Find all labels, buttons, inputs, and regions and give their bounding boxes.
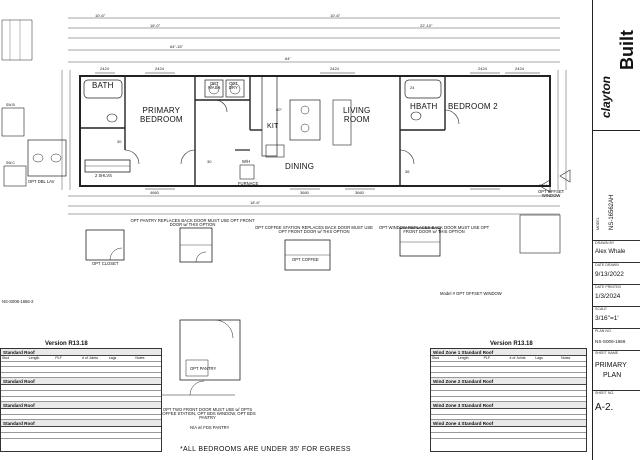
table-row [1, 385, 161, 391]
room-label-hbath: HBATH [410, 102, 438, 111]
dim-text: 18'-6" [250, 200, 261, 205]
floor-plan-drawing [1, 17, 571, 396]
dim-text: 64"-15" [170, 44, 184, 49]
table-right-section: Wind Zone 4 Standard Roof [431, 420, 586, 428]
note-model-offset: Model # OPT OFFSET WINDOW [440, 291, 502, 296]
marker-sw-a: SW-A [539, 184, 548, 188]
dim-text: 2424 [478, 66, 487, 71]
dim-text: 2424 [515, 66, 524, 71]
title-block: clayton Built MODEL NS-16562AH DRAWN BY … [592, 0, 640, 460]
table-row [1, 373, 161, 379]
dim-text: 3660 [300, 190, 309, 195]
room-label-primary-bedroom: PRIMARY BEDROOM [140, 106, 183, 124]
dim-text: 2424 [100, 66, 109, 71]
label-furnace: FURNACE [238, 181, 259, 186]
scale-cell: SCALE 3/16"=1' [593, 306, 640, 329]
dim-text: 36 [405, 169, 410, 174]
table-row [431, 362, 586, 368]
dim-text: 2424 [155, 66, 164, 71]
model-caption: MODEL [596, 217, 600, 230]
dim-text: 22'-10" [420, 23, 433, 28]
clayton-built-logo: clayton Built [593, 0, 640, 131]
table-left-section: Standard Roof [1, 420, 161, 428]
exterior-wall [79, 75, 551, 187]
room-label-bedroom-2: BEDROOM 2 [448, 102, 498, 111]
dim-text: 4660 [150, 190, 159, 195]
table-row [1, 362, 161, 368]
dim-text: 30 [207, 159, 212, 164]
table-row [1, 367, 161, 373]
table-right-version: Version R13.18 [490, 341, 533, 347]
table-row [1, 415, 161, 421]
dim-text: 10'-6" [95, 13, 106, 18]
table-row [431, 385, 586, 391]
label-wh: W/H [242, 159, 251, 164]
room-label-kit: KIT [267, 123, 279, 130]
note-na-fds: N/A w/ FDS PANTRY [190, 425, 230, 430]
plan-no-cell: PLAN NO. NS-S006-1656 [593, 328, 640, 351]
dim-text: 3660 [355, 190, 364, 195]
room-label-living-room: LIVING ROOM [343, 106, 371, 124]
note-opt-pantry: OPT PANTRY REPLACES BACK DOOR MUST USE O… [130, 218, 255, 228]
label-opt-pantry: OPT PANTRY [190, 366, 217, 371]
table-row [1, 427, 161, 433]
table-row [431, 427, 586, 433]
table-left-section: Standard Roof [1, 378, 161, 386]
table-left-section: Standard Roof [1, 349, 161, 356]
table-right-section: Wind Zone 3 Standard Roof [431, 402, 586, 410]
table-right-section: Wind Zone 1 Standard Roof [431, 349, 586, 356]
table-left-id: NS-S006-1656-2 [2, 299, 34, 304]
logo-built: Built [617, 30, 637, 70]
room-label-bath: BATH [92, 81, 114, 90]
marker-sw-c: SW-C [6, 161, 15, 165]
table-row [1, 391, 161, 397]
table-row [1, 397, 161, 403]
sheet-name-cell: SHEET NAME PRIMARY PLAN [593, 350, 640, 391]
table-right-section: Wind Zone 2 Standard Roof [431, 378, 586, 386]
label-opt-closet: OPT CLOSET [92, 261, 119, 266]
table-left-version: Version R13.18 [45, 341, 88, 347]
dim-text: 10'-6" [330, 13, 341, 18]
note-opt-coffee: OPT COFFEE STATION REPLACES BACK DOOR MU… [255, 225, 373, 235]
note-two-front-door: OPT TWO FRONT DOOR MUST USE w/ OPTS COFF… [159, 407, 256, 421]
label-opt-dbl-lav: OPT DBL LAV [28, 179, 55, 184]
dim-text: 16'-0" [150, 23, 161, 28]
table-row [431, 373, 586, 379]
table-row [1, 433, 161, 439]
table-row [431, 415, 586, 421]
drawn-by-cell: DRAWN BY Alex Whale [593, 240, 640, 263]
dim-text: 24 [410, 85, 415, 90]
logo-clayton: clayton [599, 75, 613, 118]
room-label-dining: DINING [285, 162, 315, 171]
date-drawn-cell: DATE DRAWN 9/13/2022 [593, 262, 640, 285]
date-printed-cell: DATE PRINTED 1/3/2024 [593, 284, 640, 307]
table-row [431, 397, 586, 403]
dim-text: 60" [276, 107, 282, 112]
dim-text: 2424 [330, 66, 339, 71]
table-row [431, 367, 586, 373]
marker-sw-b: SW-B [6, 103, 15, 107]
table-row [1, 409, 161, 415]
table-row [431, 391, 586, 397]
label-two-shlvs: 2 SHLVS [95, 173, 112, 178]
dim-text: 30 [117, 139, 122, 144]
dim-text: 64" [285, 56, 291, 61]
note-egress: *ALL BEDROOMS ARE UNDER 35' FOR EGRESS [180, 446, 351, 453]
model-value: NS-16562AH [609, 194, 615, 230]
sheet-no-cell: SHEET NO. A-2. [595, 391, 615, 413]
note-opt-window: OPT WINDOW REPLACES BACK DOOR MUST USE O… [378, 225, 490, 235]
table-left-section: Standard Roof [1, 402, 161, 410]
model-cell: MODEL NS-16562AH [593, 130, 640, 241]
table-row [431, 409, 586, 415]
table-row [431, 433, 586, 439]
label-opt-coffee: OPT COFFEE [292, 257, 319, 262]
